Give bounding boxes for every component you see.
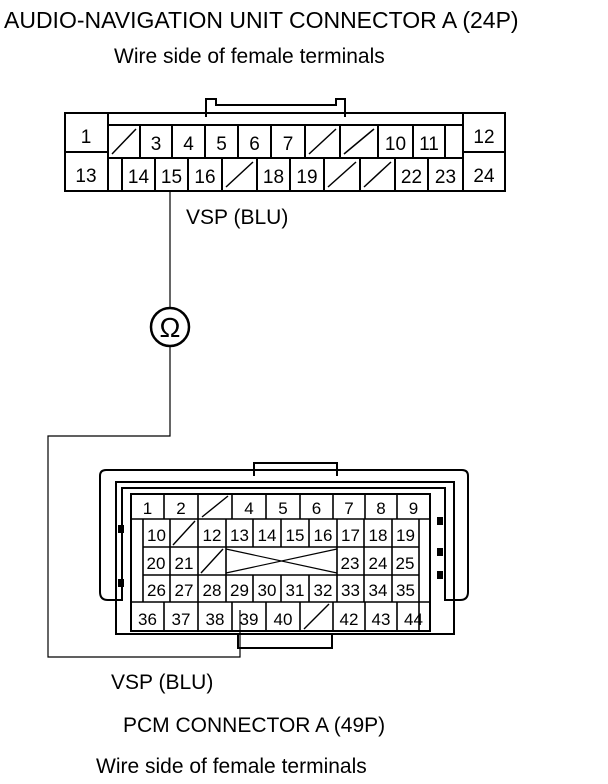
pin-label: 30 bbox=[258, 581, 277, 600]
pin-label: 28 bbox=[203, 581, 222, 600]
pin-label: 11 bbox=[419, 134, 439, 155]
probe-wires bbox=[47, 191, 241, 658]
pin-label: 1 bbox=[81, 127, 92, 148]
pin-label: 7 bbox=[344, 499, 353, 518]
pin-label: 15 bbox=[161, 167, 182, 188]
pin-label: 8 bbox=[376, 499, 385, 518]
pin-label: 35 bbox=[396, 581, 415, 600]
pin-label: 12 bbox=[203, 526, 222, 545]
pin-label: 39 bbox=[240, 610, 259, 629]
grid-line bbox=[172, 520, 196, 546]
pin-label: 14 bbox=[258, 526, 277, 545]
pin-label: 3 bbox=[151, 134, 162, 155]
grid-line bbox=[225, 548, 338, 574]
pin-label: 16 bbox=[314, 526, 333, 545]
pin-label: 29 bbox=[230, 581, 249, 600]
ohmmeter-icon: Ω bbox=[149, 306, 191, 348]
pin-label: 44 bbox=[404, 610, 423, 629]
pin-label: 19 bbox=[296, 167, 317, 188]
pin-label: 6 bbox=[249, 134, 260, 155]
blank-terminal-mark bbox=[327, 161, 357, 188]
pin-label: 18 bbox=[263, 167, 284, 188]
upper-connector-title: AUDIO-NAVIGATION UNIT CONNECTOR A (24P) bbox=[4, 7, 519, 33]
pin-label: 16 bbox=[194, 167, 215, 188]
grid-line bbox=[303, 603, 330, 630]
pin-label: 34 bbox=[369, 581, 388, 600]
pin-label: 10 bbox=[385, 134, 406, 155]
pin-label: 13 bbox=[230, 526, 249, 545]
pin-label: 1 bbox=[143, 499, 152, 518]
pin-label: 22 bbox=[401, 167, 422, 188]
pin-label: 31 bbox=[286, 581, 305, 600]
pin-label: 23 bbox=[435, 167, 456, 188]
pin-label: 21 bbox=[175, 554, 194, 573]
pin-label: 18 bbox=[369, 526, 388, 545]
pin-label: 33 bbox=[341, 581, 360, 600]
pin-label: 17 bbox=[341, 526, 360, 545]
pin-label: 36 bbox=[138, 610, 157, 629]
blank-terminal-mark bbox=[225, 161, 254, 188]
pin-label: 38 bbox=[206, 610, 225, 629]
pin-label: 7 bbox=[283, 134, 294, 155]
pin-label: 24 bbox=[473, 166, 495, 187]
pin-label: 40 bbox=[274, 610, 293, 629]
grid-line bbox=[200, 548, 224, 574]
pin-label: 5 bbox=[216, 134, 227, 155]
blank-terminal-mark bbox=[308, 128, 337, 155]
pin-label: 23 bbox=[341, 554, 360, 573]
ohm-symbol: Ω bbox=[160, 312, 181, 343]
pin-label: 19 bbox=[396, 526, 415, 545]
blank-terminal-mark bbox=[111, 128, 137, 155]
pin-label: 25 bbox=[396, 554, 415, 573]
lower-connector-title: PCM CONNECTOR A (49P) bbox=[123, 714, 386, 737]
pin-label: 6 bbox=[312, 499, 321, 518]
pin-label: 12 bbox=[473, 127, 494, 148]
pin-label: 43 bbox=[372, 610, 391, 629]
pin-label: 20 bbox=[147, 554, 166, 573]
lower-connector bbox=[99, 462, 469, 649]
pin-label: 15 bbox=[286, 526, 305, 545]
upper-wire-label: VSP (BLU) bbox=[186, 206, 289, 229]
blank-terminal-mark bbox=[343, 128, 375, 155]
pin-label: 37 bbox=[172, 610, 191, 629]
pin-label: 24 bbox=[369, 554, 388, 573]
blank-terminal-mark bbox=[363, 161, 392, 188]
pin-label: 9 bbox=[409, 499, 418, 518]
lower-wire-label: VSP (BLU) bbox=[111, 671, 214, 694]
pin-label: 26 bbox=[147, 581, 166, 600]
pin-label: 42 bbox=[340, 610, 359, 629]
pin-label: 4 bbox=[244, 499, 253, 518]
grid-line bbox=[201, 495, 229, 518]
pin-label: 13 bbox=[75, 166, 96, 187]
pin-label: 2 bbox=[176, 499, 185, 518]
pin-label: 27 bbox=[175, 581, 194, 600]
pin-label: 4 bbox=[183, 134, 194, 155]
pin-label: 5 bbox=[278, 499, 287, 518]
pin-label: 14 bbox=[128, 167, 150, 188]
upper-connector-subtitle: Wire side of female terminals bbox=[114, 45, 385, 68]
pin-label: 32 bbox=[314, 581, 333, 600]
lower-connector-subtitle: Wire side of female terminals bbox=[96, 755, 367, 778]
pin-label: 10 bbox=[147, 526, 166, 545]
